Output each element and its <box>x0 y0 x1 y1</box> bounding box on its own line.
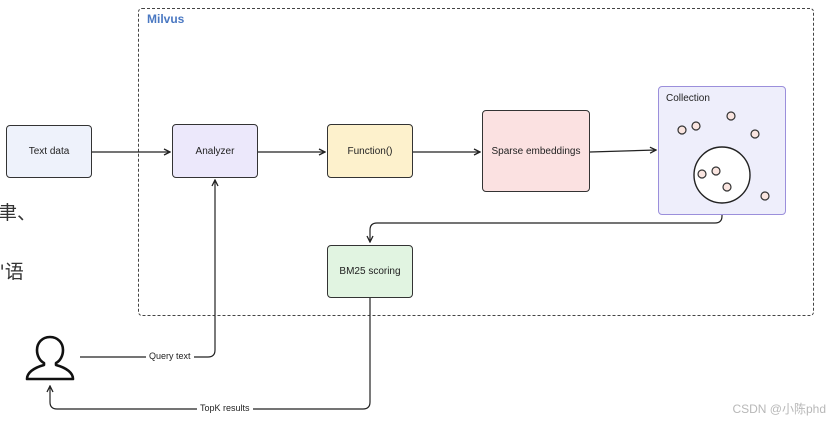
side-text-line-1: 聿、 <box>0 202 37 224</box>
edge-collection-bm25 <box>370 205 723 242</box>
sparse-embeddings-node: Sparse embeddings <box>482 110 590 192</box>
topk-results-label: TopK results <box>197 403 253 413</box>
side-text-line-2: "语 <box>0 261 24 283</box>
collection-label: Collection <box>666 93 710 104</box>
function-node: Function() <box>327 124 413 178</box>
bm25-scoring-label: BM25 scoring <box>339 266 401 277</box>
analyzer-node: Analyzer <box>172 124 258 178</box>
function-label: Function() <box>347 145 393 157</box>
analyzer-label: Analyzer <box>195 145 235 157</box>
edge-sparse-collection <box>589 150 656 152</box>
watermark: CSDN @小陈phd <box>732 402 826 416</box>
milvus-container <box>138 8 814 316</box>
edge-bm25-topk <box>50 298 371 410</box>
sparse-embeddings-label: Sparse embeddings <box>491 145 581 157</box>
collection-node: Collection <box>658 86 786 215</box>
user-icon <box>25 335 75 381</box>
bm25-scoring-node: BM25 scoring <box>327 245 413 298</box>
text-data-label: Text data <box>28 146 70 157</box>
milvus-title: Milvus <box>147 12 185 26</box>
edge-query-analyzer <box>80 180 215 358</box>
text-data-node: Text data <box>6 125 92 178</box>
query-text-label: Query text <box>146 351 194 361</box>
